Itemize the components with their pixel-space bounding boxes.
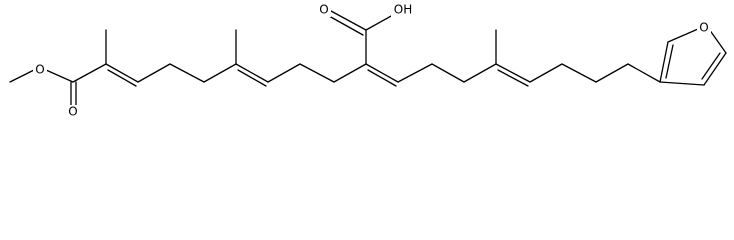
bond-c10-c11-double-b [367,69,397,87]
carbonyl-oxygen-label: O [68,105,77,119]
acid-carbonyl-oxygen-label: O [319,3,328,17]
bond-c9-c10 [333,63,367,83]
bond-furan-c4-c3 [659,81,705,86]
bond-c3-c4 [137,63,171,83]
bond-c5-c6 [203,63,237,83]
bond-ester-oxygen-carbonyl [45,69,74,83]
bond-c10-c11-double-a [365,63,399,83]
bond-acid-carbonyl-double-b [328,15,364,36]
furan-oxygen-background [697,21,711,35]
bond-c17-c18 [595,63,629,83]
bond-c4-c5 [169,63,205,83]
bond-c11-c12 [397,63,433,83]
bond-carbonyl-c2 [72,63,107,83]
acid-carbonyl-oxygen-background [317,3,331,17]
bond-acid-carbonyl-double-a [330,10,367,31]
bond-furan-c3-c2 [659,41,669,83]
bond-c13-c14 [463,63,497,83]
bond-c2-c3-double-a [105,63,139,83]
bond-c14-c15-double-a [495,63,531,83]
bond-c2-c3-double-b [107,69,137,87]
bond-furan-c5-c4-double-b [701,52,721,80]
bond-furan-o-c5 [708,28,727,54]
bond-c16-c17 [561,63,597,83]
acid-hydroxyl-label: OH [394,3,412,17]
furan-oxygen-label: O [699,21,708,35]
ester-oxygen-label: O [35,63,44,77]
carbonyl-oxygen-background [66,105,80,119]
bond-furan-c5-c4-double-a [703,52,727,86]
bond-c6-c7-double-b [237,69,267,87]
bond-acid-hydroxyl [365,14,394,31]
bond-c12-c13 [431,63,465,83]
bond-c7-c8 [267,63,301,83]
bond-c14-c15-double-b [497,69,529,87]
bond-c6-c7-double-a [235,63,269,83]
bond-methyl-ester-oxygen [9,69,35,83]
bond-lines [9,10,727,107]
bond-c18-furan [627,63,661,83]
bond-c15-c16 [529,63,563,83]
ester-oxygen-background [33,63,47,77]
bond-furan-c2-o [667,28,699,43]
bond-c8-c9 [299,63,335,83]
acid-hydroxyl-background [391,3,415,17]
atom-labels: O O O OH O [33,3,711,119]
bond-furan-c3-c2-double [665,44,674,79]
chemical-structure-diagram: O O O OH O [9,3,727,119]
